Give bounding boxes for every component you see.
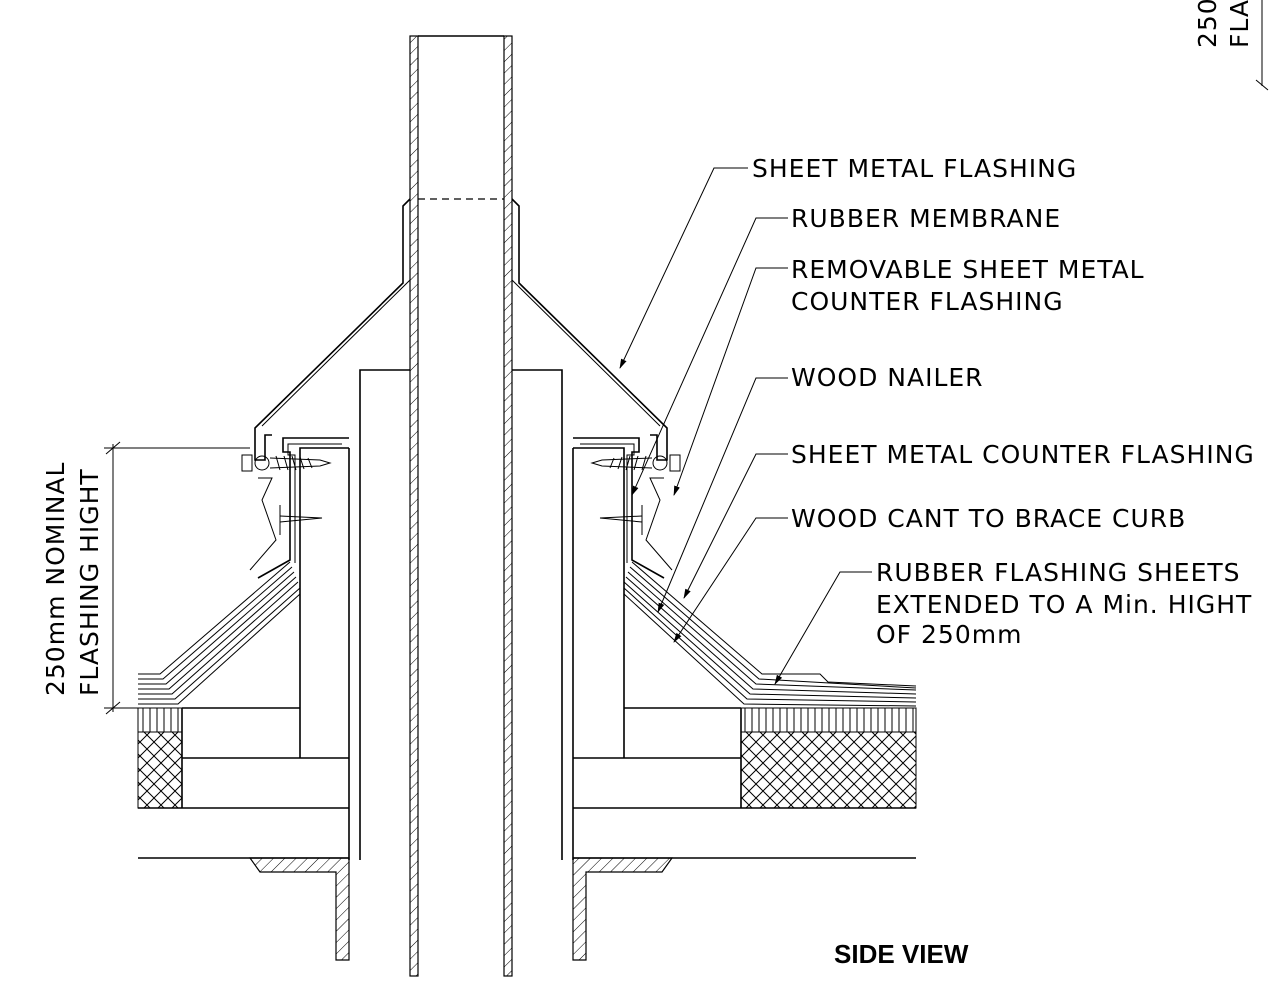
rubber-flashing-left bbox=[138, 561, 301, 705]
screw-left bbox=[241, 454, 332, 535]
label-rubber-sheets-2: EXTENDED TO A Min. HIGHT bbox=[876, 590, 1252, 619]
counter-flashing bbox=[249, 437, 673, 579]
dimension-line-2: FLASHING HIGHT bbox=[75, 468, 104, 696]
sheet-metal-flashing-cone bbox=[254, 198, 668, 461]
label-wood-cant: WOOD CANT TO BRACE CURB bbox=[791, 504, 1186, 533]
dimension-line-1: 250mm NOMINAL bbox=[41, 462, 70, 696]
label-rubber-sheets-1: RUBBER FLASHING SHEETS bbox=[876, 558, 1241, 587]
label-rubber-sheets-3: OF 250mm bbox=[876, 620, 1022, 649]
leaders bbox=[619, 167, 872, 685]
label-sheet-metal-flashing: SHEET METAL FLASHING bbox=[752, 154, 1077, 183]
curb bbox=[299, 369, 625, 860]
label-sheet-metal-counter: SHEET METAL COUNTER FLASHING bbox=[791, 440, 1255, 469]
corner-dimension-line-1: 250 bbox=[1193, 0, 1222, 48]
screw-right bbox=[590, 454, 681, 535]
label-removable-counter-1: REMOVABLE SHEET METAL bbox=[791, 255, 1145, 284]
corner-dimension: 250 FLAS bbox=[1193, 0, 1269, 91]
flashing-height-dimension: 250mm NOMINAL FLASHING HIGHT bbox=[41, 441, 250, 715]
rubber-flashing-right bbox=[623, 561, 917, 707]
label-wood-nailer: WOOD NAILER bbox=[791, 363, 984, 392]
label-rubber-membrane: RUBBER MEMBRANE bbox=[791, 204, 1061, 233]
pipe bbox=[409, 35, 513, 977]
wood-blocking bbox=[138, 707, 916, 809]
label-removable-counter-2: COUNTER FLASHING bbox=[791, 287, 1064, 316]
corner-dimension-line-2: FLAS bbox=[1225, 0, 1254, 48]
roof-deck bbox=[138, 857, 916, 961]
view-title: SIDE VIEW bbox=[834, 939, 969, 969]
roof-insulation bbox=[137, 707, 917, 809]
